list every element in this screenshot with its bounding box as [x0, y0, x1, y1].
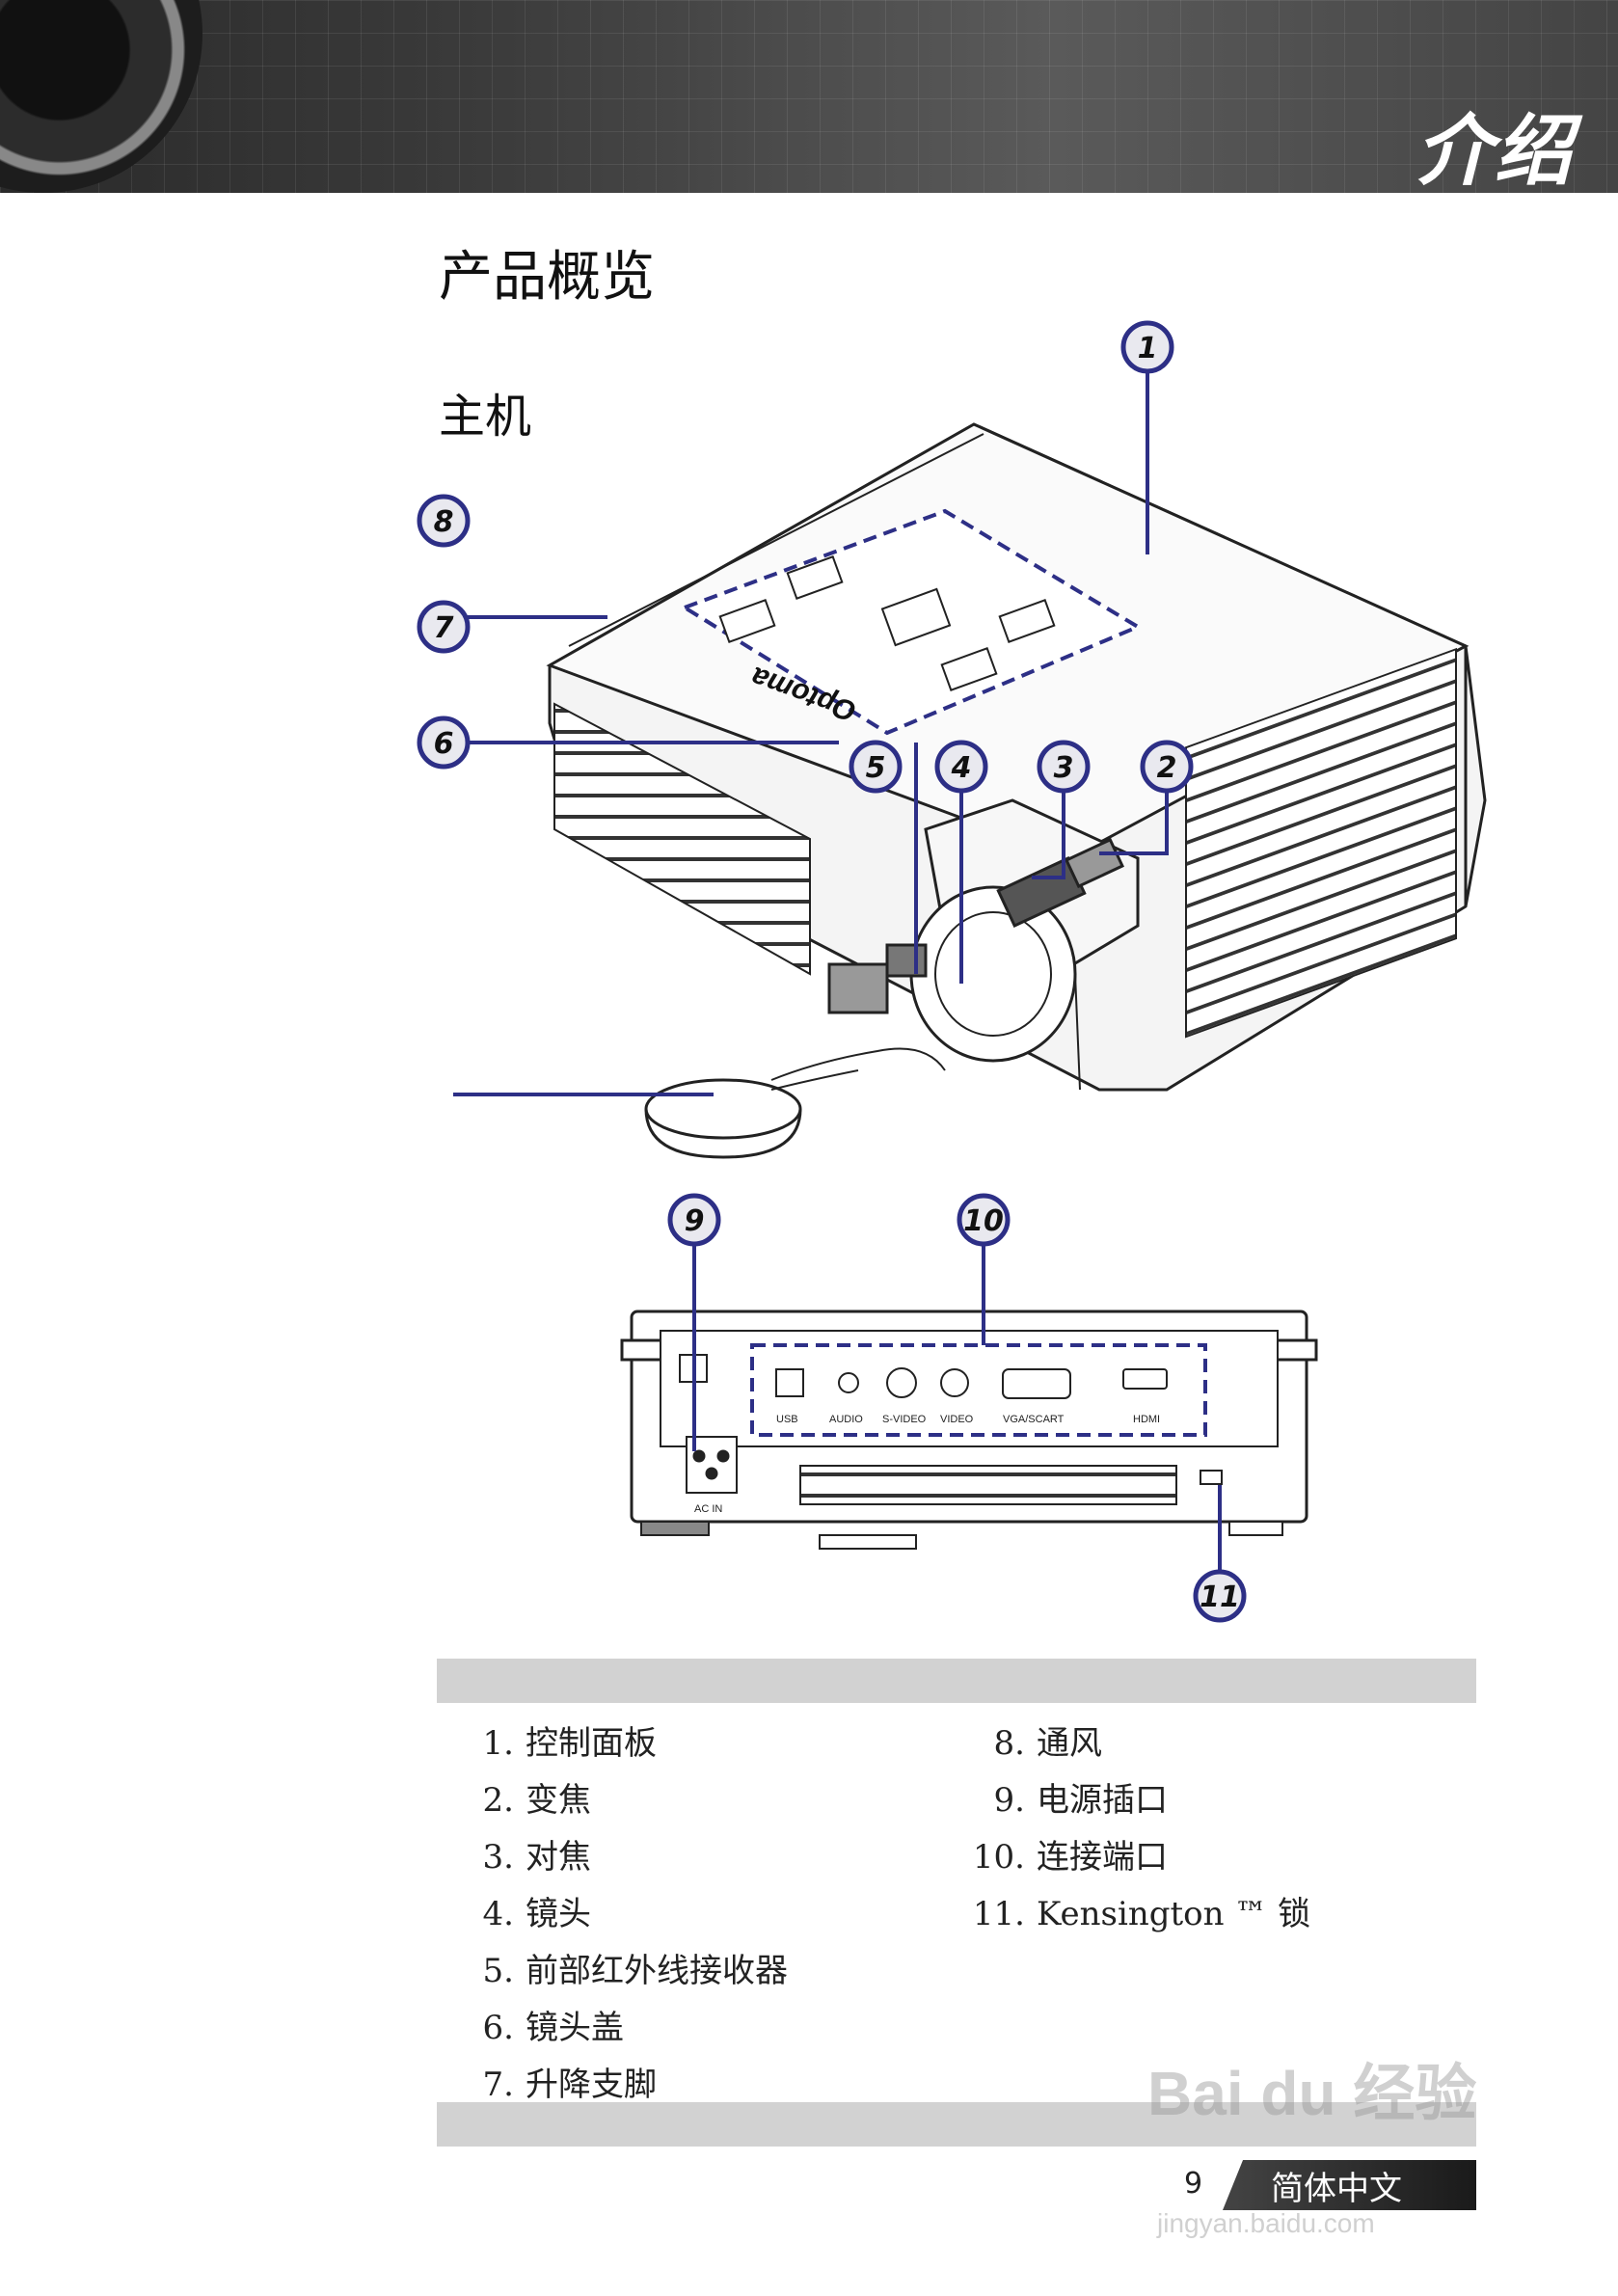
- legend-item: 10.连接端口: [972, 1838, 1168, 1877]
- lens-cap: [644, 1047, 946, 1159]
- legend-item: 7.升降支脚: [482, 2066, 657, 2104]
- svg-text:4: 4: [951, 751, 972, 785]
- callout-1: 1: [1120, 320, 1174, 374]
- svg-text:10: 10: [963, 1204, 1004, 1238]
- svg-text:6: 6: [434, 727, 454, 761]
- callout-3: 3: [1037, 740, 1091, 794]
- svg-text:7: 7: [434, 611, 454, 645]
- control-panel: [680, 508, 1143, 736]
- port-vga-label: VGA/SCART: [1003, 1414, 1065, 1425]
- legend-item: 9.电源插口: [993, 1781, 1168, 1820]
- legend-item: 5.前部红外线接收器: [482, 1952, 788, 1990]
- legend-item: 3.对焦: [482, 1838, 591, 1877]
- legend-item: 8.通风: [993, 1724, 1102, 1763]
- svg-text:11: 11: [1200, 1580, 1240, 1614]
- legend-top-bar: [437, 1659, 1476, 1703]
- port-video-label: VIDEO: [940, 1414, 974, 1425]
- svg-text:3: 3: [1054, 751, 1074, 785]
- svg-text:2: 2: [1157, 751, 1177, 785]
- legend-item: 11.Kensington ™ 锁: [972, 1895, 1311, 1933]
- port-usb-label: USB: [776, 1414, 798, 1425]
- watermark-brand: Bai du 经验: [1147, 2059, 1477, 2128]
- header-banner: 介绍: [0, 0, 1618, 193]
- callout-10: 10: [957, 1193, 1011, 1247]
- callouts: 1 2 3 4 5 6 7 8 9 10 11: [417, 320, 1247, 1623]
- section-title: 介绍: [1416, 106, 1574, 193]
- port-hdmi-label: HDMI: [1133, 1414, 1160, 1425]
- page-subtitle: 主机: [439, 390, 532, 444]
- connector-panel: USB AUDIO S-VIDEO VIDEO VGA/SCART HDMI: [750, 1343, 1207, 1437]
- legend-item: 6.镜头盖: [482, 2009, 624, 2047]
- page-title: 产品概览: [439, 246, 655, 309]
- svg-text:1: 1: [1138, 332, 1158, 365]
- callout-6: 6: [417, 716, 471, 770]
- port-svideo-label: S-VIDEO: [882, 1414, 927, 1425]
- language-tab: 简体中文: [1223, 2160, 1476, 2210]
- projector-diagram: Optoma AC IN: [417, 320, 1487, 1623]
- port-audio-label: AUDIO: [829, 1414, 863, 1425]
- page-number: 9: [1184, 2167, 1203, 2201]
- callout-11: 11: [1193, 1569, 1247, 1623]
- callout-4: 4: [934, 740, 988, 794]
- svg-text:9: 9: [685, 1204, 705, 1238]
- callout-leaders: [453, 362, 1222, 1581]
- svg-text:8: 8: [434, 505, 454, 539]
- legend-bottom-bar: [437, 2102, 1476, 2147]
- ac-in-label: AC IN: [694, 1503, 722, 1515]
- legend-item: 4.镜头: [482, 1895, 591, 1933]
- front-vents: [553, 702, 811, 976]
- parts-legend: 1.控制面板 2.变焦 3.对焦 4.镜头 5.前部红外线接收器 6.镜头盖 7…: [437, 1707, 1476, 2121]
- watermark-url: jingyan.baidu.com: [1157, 2208, 1375, 2238]
- header-grid-pattern: [0, 0, 1618, 193]
- svg-text:5: 5: [866, 751, 886, 785]
- side-vents: [1185, 647, 1457, 1039]
- legend-item: 1.控制面板: [482, 1724, 657, 1763]
- legend-item: 2.变焦: [482, 1781, 591, 1820]
- callout-2: 2: [1140, 740, 1194, 794]
- callout-8: 8: [417, 494, 471, 548]
- callout-7: 7: [417, 600, 471, 654]
- callout-9: 9: [667, 1193, 721, 1247]
- watermark: Bai du 经验 jingyan.baidu.com: [1147, 2044, 1476, 2239]
- callout-5: 5: [849, 740, 903, 794]
